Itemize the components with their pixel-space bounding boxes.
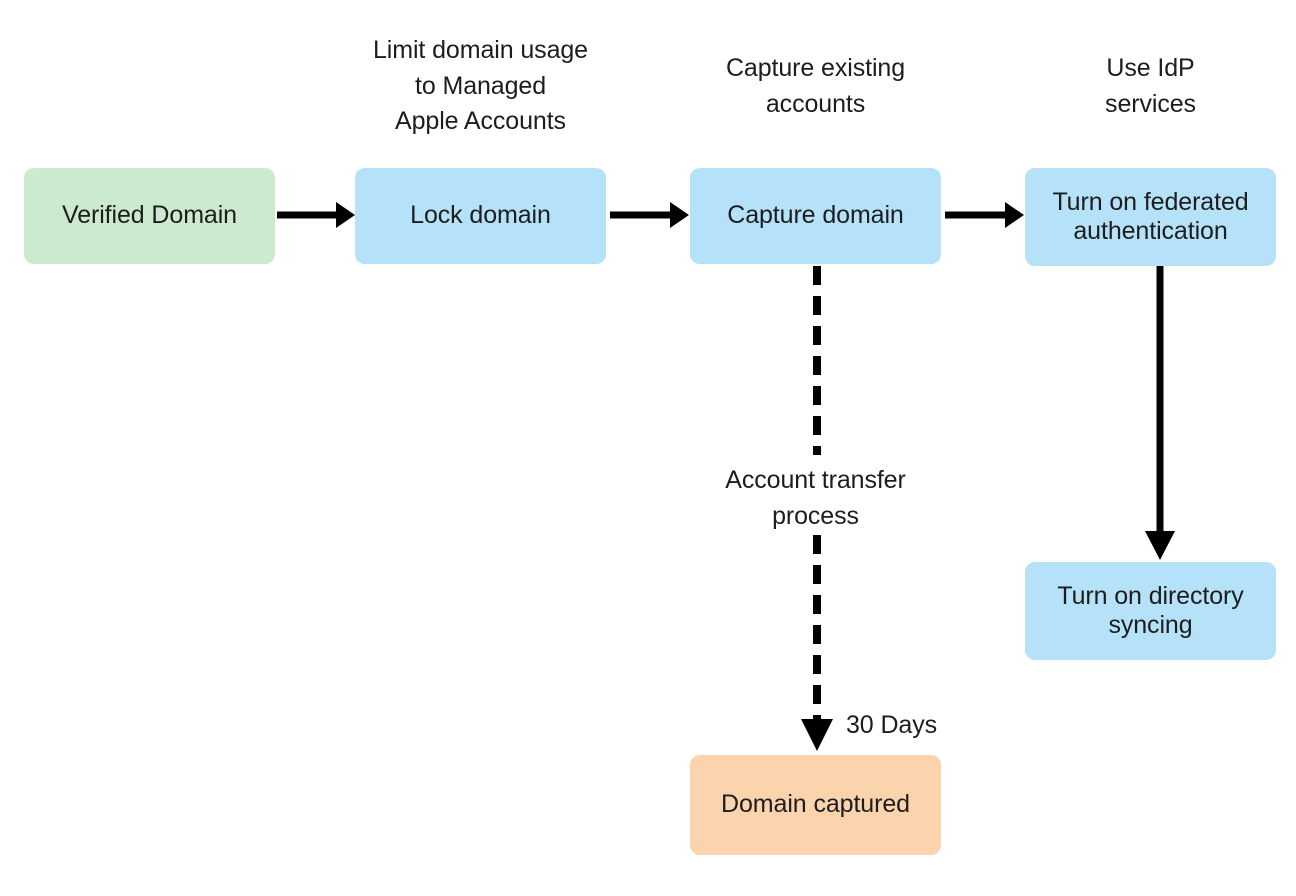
node-domain-captured[interactable]: Domain captured [690, 755, 941, 855]
arrow-verified-domain-to-lock-domain [277, 202, 355, 228]
caption-use-idp-services: Use IdP services [1105, 54, 1196, 118]
node-turn-on-directory-syncing[interactable]: Turn on directory syncing [1025, 562, 1276, 660]
edge-label-30-days: 30 Days [846, 711, 938, 739]
caption-limit-domain-usage: Limit domain usage to Managed Apple Acco… [373, 36, 588, 135]
node-turn-on-federated-authentication[interactable]: Turn on federated authentication [1025, 168, 1276, 266]
node-verified-domain[interactable]: Verified Domain [24, 168, 275, 264]
arrow-capture-domain-to-federated-authentication [945, 202, 1024, 228]
node-lock-domain[interactable]: Lock domain [355, 168, 606, 264]
edge-label-account-transfer-process: Account transfer process [725, 466, 906, 530]
arrow-federated-authentication-to-directory-syncing [1145, 266, 1175, 560]
caption-capture-existing-accounts: Capture existing accounts [725, 54, 906, 118]
arrow-lock-domain-to-capture-domain [610, 202, 689, 228]
node-capture-domain[interactable]: Capture domain [690, 168, 941, 264]
